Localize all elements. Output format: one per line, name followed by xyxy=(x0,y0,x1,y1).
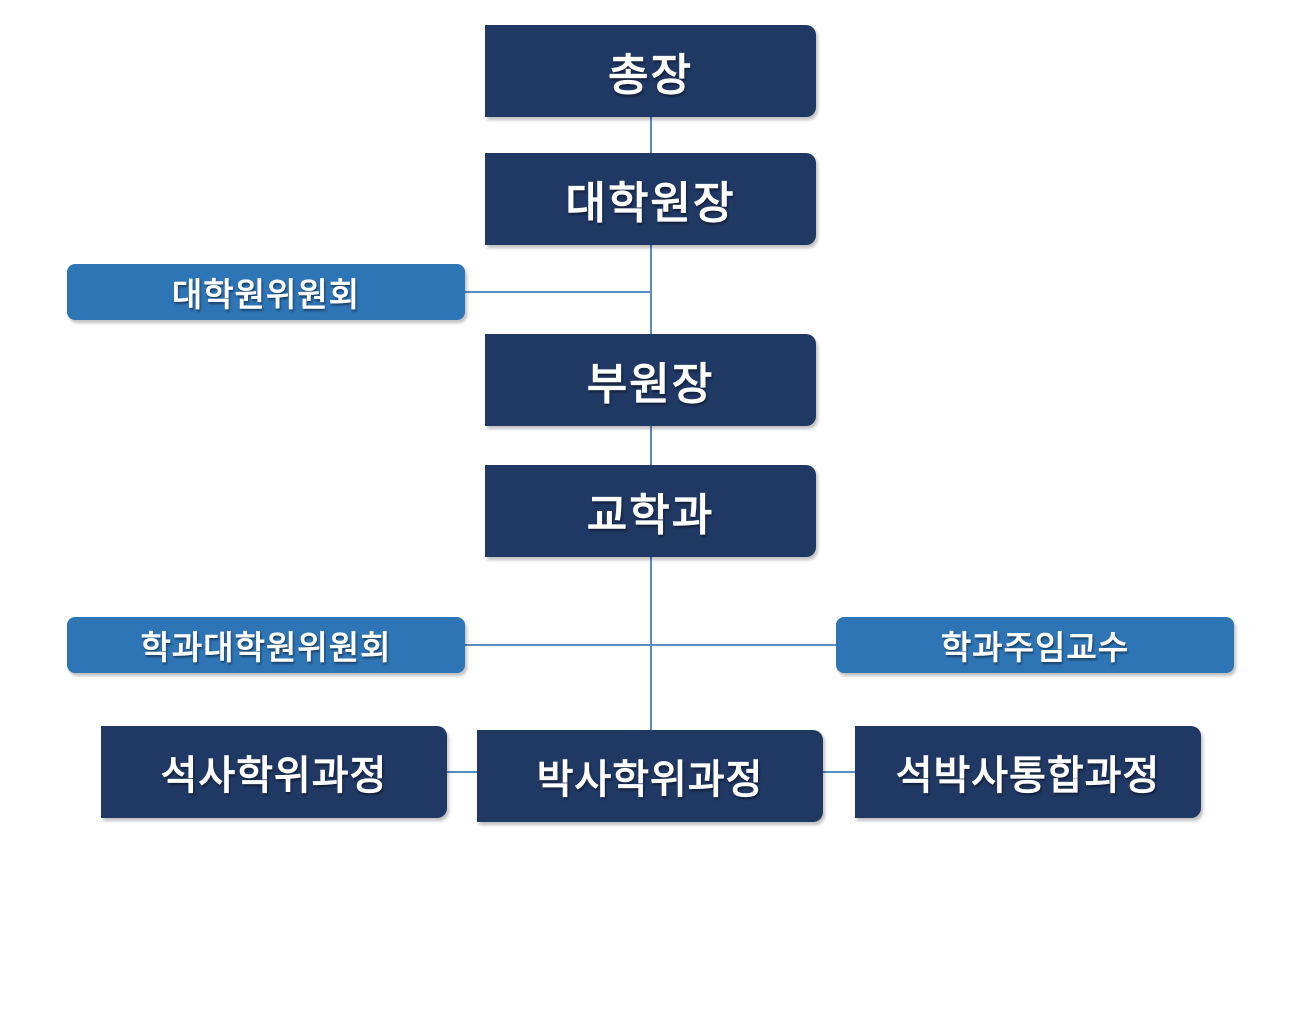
masters-program-box: 석사학위과정 xyxy=(101,726,447,818)
vice-dean-box: 부원장 xyxy=(485,334,816,426)
graduate-committee-box: 대학원위원회 xyxy=(67,264,465,320)
academic-affairs-box: 교학과 xyxy=(485,465,816,557)
dept-graduate-committee-box: 학과대학원위원회 xyxy=(67,617,465,673)
president-box: 총장 xyxy=(485,25,816,117)
dept-graduate-committee-label: 학과대학원위원회 xyxy=(140,628,392,667)
president-label: 총장 xyxy=(608,50,693,101)
vice-dean-label: 부원장 xyxy=(586,359,715,410)
integrated-program-box: 석박사통합과정 xyxy=(855,726,1201,818)
dept-chair-label: 학과주임교수 xyxy=(940,628,1130,667)
masters-program-label: 석사학위과정 xyxy=(160,753,388,799)
academic-affairs-label: 교학과 xyxy=(586,490,715,541)
doctoral-program-box: 박사학위과정 xyxy=(477,730,823,822)
graduate-committee-label: 대학원위원회 xyxy=(171,275,361,314)
dept-chair-box: 학과주임교수 xyxy=(836,617,1234,673)
dean-box: 대학원장 xyxy=(485,153,816,245)
integrated-program-label: 석박사통합과정 xyxy=(895,753,1161,799)
doctoral-program-label: 박사학위과정 xyxy=(536,757,764,803)
dean-label: 대학원장 xyxy=(565,178,736,229)
